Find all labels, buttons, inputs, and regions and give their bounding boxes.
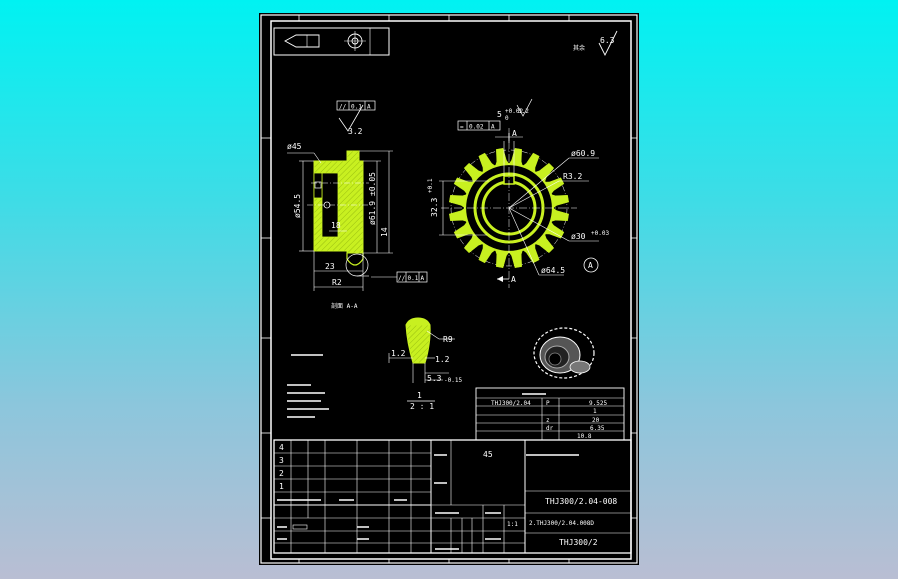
drawing-number-1: THJ300/2.04-008 <box>545 497 617 506</box>
svg-text:A: A <box>367 104 371 111</box>
svg-text:0.1: 0.1 <box>408 275 419 282</box>
section-bottom-tolerance: // 0.1 A <box>371 271 428 283</box>
drawing-number-2: 2.THJ300/2.04.008D <box>529 520 594 527</box>
section-mark-bottom: A <box>511 275 516 284</box>
inner-frame <box>270 20 632 560</box>
dim-keyway-lower: 0 <box>505 115 509 122</box>
section-view: 3.2 // 0.1 A <box>287 100 428 310</box>
revision-number-3: 3 <box>279 456 284 465</box>
section-hub <box>313 150 364 254</box>
section-view-title: 剖面 A-A <box>331 302 358 310</box>
dim-dia-45: ø54.5 <box>293 194 302 218</box>
dim-32-3-upper: +0.1 <box>427 178 434 193</box>
revision-number-4: 4 <box>279 443 284 452</box>
dim-dia-61-9: 14 <box>380 227 389 237</box>
dim-dia-30: ø30 <box>571 232 586 241</box>
iso-view <box>533 327 595 379</box>
svg-text:20: 20 <box>592 417 600 424</box>
svg-text:P: P <box>546 400 550 407</box>
dim-5-3: 5.3 <box>427 374 442 383</box>
scale-value: 1:1 <box>507 521 518 528</box>
technical-notes <box>287 354 329 418</box>
corner-roughness-value: 6.3 <box>600 36 615 45</box>
svg-text:0.02: 0.02 <box>469 124 484 131</box>
dim-dia-54-5: ø61.9 ±0.05 <box>368 172 377 225</box>
parameter-table: THJ300/2.04 P 9.525 1 z 20 dr 6.35 10.8 <box>475 387 625 441</box>
dim-dia-64-5: ø64.5 <box>541 266 565 275</box>
material-value: 45 <box>483 450 493 459</box>
dim-1-2-right: 1.2 <box>435 355 450 364</box>
dim-keyway-upper: +0.02 <box>505 108 523 115</box>
dim-dia-30-upper: +0.03 <box>591 230 609 237</box>
front-view: ø60.9 R3.2 32.3 +0.1 ø30 +0.03 ø64.5 5 +… <box>427 98 609 288</box>
keyway-tolerance-frame: = 0.02 A <box>457 120 501 131</box>
detail-scale-num: 1 <box>417 391 422 400</box>
svg-text:1: 1 <box>593 408 597 415</box>
param-code: THJ300/2.04 <box>491 400 531 407</box>
dim-keyway-5: 5 <box>497 110 502 119</box>
cad-drawing-svg: 6.3 其余 3.2 // 0.1 A <box>259 13 639 565</box>
svg-text://: // <box>398 275 406 282</box>
svg-text:z: z <box>546 417 550 424</box>
front-roughness-value: 3.2 <box>518 108 529 115</box>
revision-number-2: 2 <box>279 469 284 478</box>
svg-text:6.35: 6.35 <box>590 425 605 432</box>
detail-view: R9 1.2 1.2 5.3 -0.15 1 2 : 1 <box>388 317 462 411</box>
projection-symbol-box <box>273 27 390 56</box>
dim-18: 23 <box>325 262 335 271</box>
svg-text:A: A <box>421 275 425 282</box>
border-ticks <box>261 15 637 563</box>
dim-14: 18 <box>331 221 341 230</box>
corner-roughness-symbol: 6.3 其余 <box>573 30 618 57</box>
svg-text:dr: dr <box>546 425 554 432</box>
cad-drawing-sheet: 6.3 其余 3.2 // 0.1 A <box>259 13 639 565</box>
dim-23: R2 <box>332 278 342 287</box>
dim-32-3: 32.3 <box>430 198 439 217</box>
title-block: 4 3 2 1 45 THJ300/2.04-008 2.THJ300/2.04… <box>273 439 632 554</box>
dim-dia-60-9: ø60.9 <box>571 149 595 158</box>
section-roughness: 3.2 <box>348 127 363 136</box>
svg-text:=: = <box>460 124 464 131</box>
section-tolerance-frame: // 0.1 A <box>336 100 376 111</box>
detail-scale-den: 2 : 1 <box>410 402 434 411</box>
svg-text:9.525: 9.525 <box>589 400 607 407</box>
sheet-background <box>259 13 639 565</box>
dim-1-2-left: 1.2 <box>391 349 406 358</box>
dim-r9: R9 <box>443 335 453 344</box>
svg-text:10.8: 10.8 <box>577 433 592 440</box>
svg-text:A: A <box>588 261 593 270</box>
svg-text://: // <box>339 104 347 111</box>
section-thread-hole <box>313 172 323 199</box>
detail-balloon <box>583 257 599 273</box>
svg-text:A: A <box>491 124 495 131</box>
corner-note: 其余 <box>573 44 585 52</box>
section-thread-label: ø45 <box>287 142 302 151</box>
svg-text:0.1: 0.1 <box>351 104 362 111</box>
dim-5-3-tol: -0.15 <box>444 377 462 384</box>
dim-r3-2: R3.2 <box>563 172 582 181</box>
section-mark-top: A <box>512 129 517 138</box>
revision-number-1: 1 <box>279 482 284 491</box>
drawing-number-3: THJ300/2 <box>559 538 598 547</box>
